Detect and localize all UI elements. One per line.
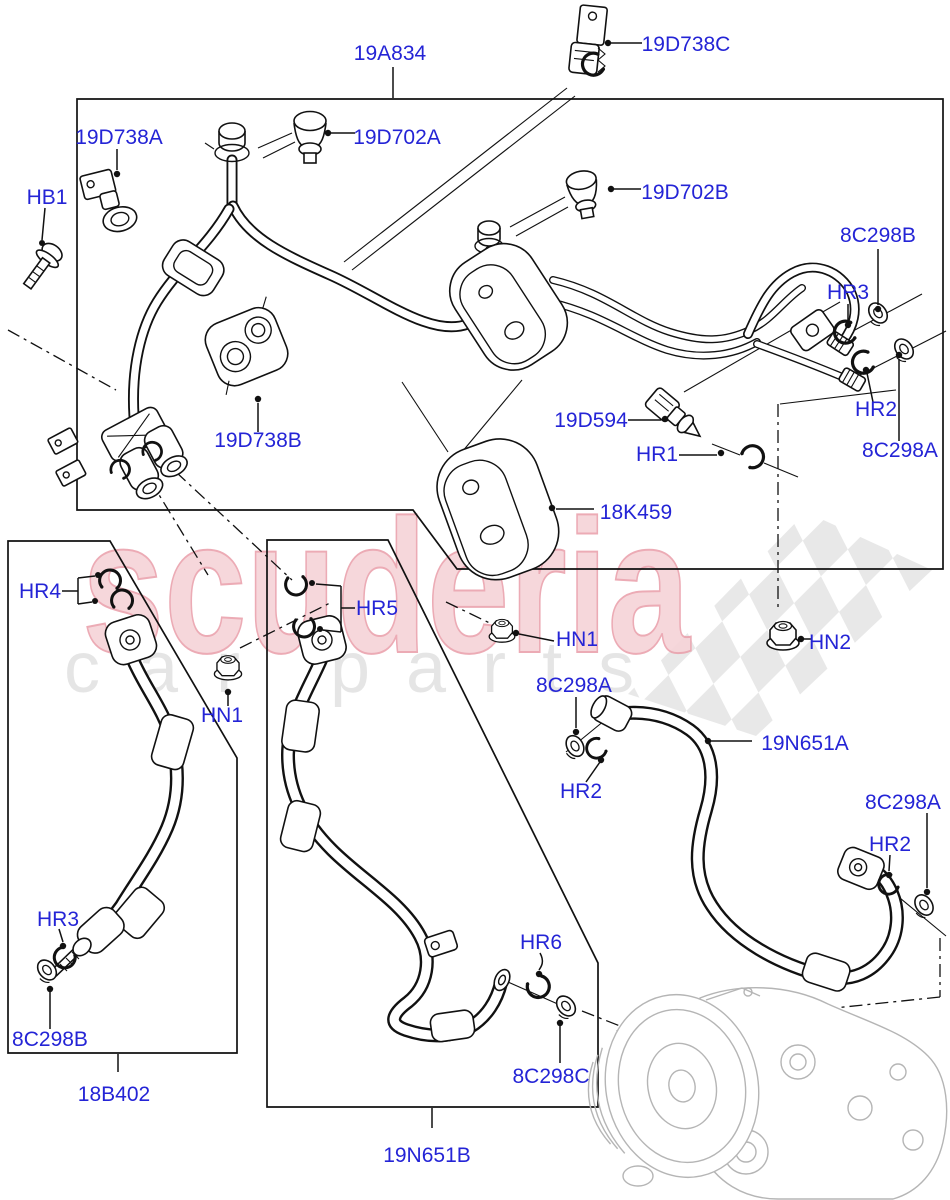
part-HR2-clip-mid (581, 734, 611, 764)
part-label-8C298A-3: 8C298A (865, 791, 941, 814)
part-label-19D594: 19D594 (554, 409, 628, 432)
watermark-sub-parts: parts (330, 628, 670, 708)
watermark: scuderia car parts (64, 480, 932, 736)
part-label-18B402: 18B402 (78, 1083, 150, 1106)
tube-core (283, 655, 506, 1040)
part-8C298A-washer-right (887, 334, 918, 366)
part-8C298A-washer-far (907, 890, 938, 922)
part-19D738A (79, 168, 138, 233)
watermark-word: scuderia (82, 481, 691, 693)
part-label-19N651B: 19N651B (383, 1144, 471, 1167)
part-label-HR2-3: HR2 (869, 833, 911, 856)
part-label-19D738B: 19D738B (214, 429, 302, 452)
compressor-pulley (587, 993, 760, 1179)
part-19D702B (565, 170, 598, 220)
left-hose-fittings (59, 613, 195, 972)
part-label-8C298A-2: 8C298A (536, 674, 612, 697)
part-label-HB1: HB1 (27, 186, 68, 209)
part-18K459-muffler (436, 438, 560, 581)
part-label-8C298C: 8C298C (512, 1065, 589, 1088)
part-label-19D738C: 19D738C (642, 33, 731, 56)
tube-core (107, 655, 182, 923)
center-sub-box (266, 539, 599, 1108)
part-label-HR4: HR4 (19, 580, 61, 603)
part-label-8C298B-2: 8C298B (12, 1028, 88, 1051)
leader-lines (39, 39, 931, 1128)
part-labels: 19A834 19D738C 19D738A 19D702A 19D702B HB1 8C2… (12, 33, 941, 1167)
part-19D738C (568, 4, 608, 80)
part-label-HN1: HN1 (201, 704, 243, 727)
tube-core (129, 205, 233, 420)
part-label-19D738A: 19D738A (75, 126, 163, 149)
part-HB1-bolt (22, 242, 63, 291)
charge-port-cap-1 (204, 122, 250, 163)
part-label-HN1-2: HN1 (556, 628, 598, 651)
part-label-HR1: HR1 (636, 443, 678, 466)
part-8C298C-washer (549, 991, 580, 1023)
compressor-drawing (587, 987, 948, 1200)
part-label-HR3: HR3 (827, 281, 869, 304)
pipes-and-hoses (49, 154, 904, 1043)
part-label-HR2-2: HR2 (560, 780, 602, 803)
parts (22, 4, 938, 1043)
tube-core (550, 277, 805, 342)
tube-core (754, 341, 843, 379)
twin-connector (47, 406, 188, 500)
part-label-18K459: 18K459 (600, 501, 672, 524)
part-label-19A834: 19A834 (354, 42, 427, 65)
tube-core (547, 299, 760, 359)
part-label-8C298A: 8C298A (862, 439, 938, 462)
center-hose-fittings (279, 615, 511, 1043)
frame-boxes (7, 98, 944, 1108)
part-label-HR3-2: HR3 (37, 908, 79, 931)
tube-core (229, 202, 472, 331)
part-8C298A-washer-mid (559, 731, 589, 762)
tube-core (599, 708, 902, 983)
part-label-19D702B: 19D702B (641, 181, 729, 204)
tube-core (744, 264, 858, 345)
part-19D738B (204, 296, 289, 395)
19N651A-fittings (590, 695, 885, 992)
part-label-HR2: HR2 (855, 398, 897, 421)
part-label-HR6: HR6 (520, 931, 562, 954)
watermark-sub-car: car (64, 628, 278, 708)
part-HR6-clip (522, 971, 555, 1004)
part-19D702A (293, 110, 327, 164)
part-label-19D702A: 19D702A (353, 126, 441, 149)
part-label-19N651A: 19N651A (761, 732, 849, 755)
main-assembly-box (76, 98, 944, 570)
upper-muffler (448, 242, 569, 371)
pipe-clamp (161, 239, 225, 297)
left-sub-box (7, 540, 238, 1054)
part-label-8C298B: 8C298B (840, 224, 916, 247)
part-label-HN2: HN2 (809, 631, 851, 654)
right-fitting-flange (789, 308, 867, 392)
part-HR1-clip (737, 440, 770, 473)
part-19D594-sensor (644, 387, 702, 438)
part-label-HR5: HR5 (356, 597, 398, 620)
